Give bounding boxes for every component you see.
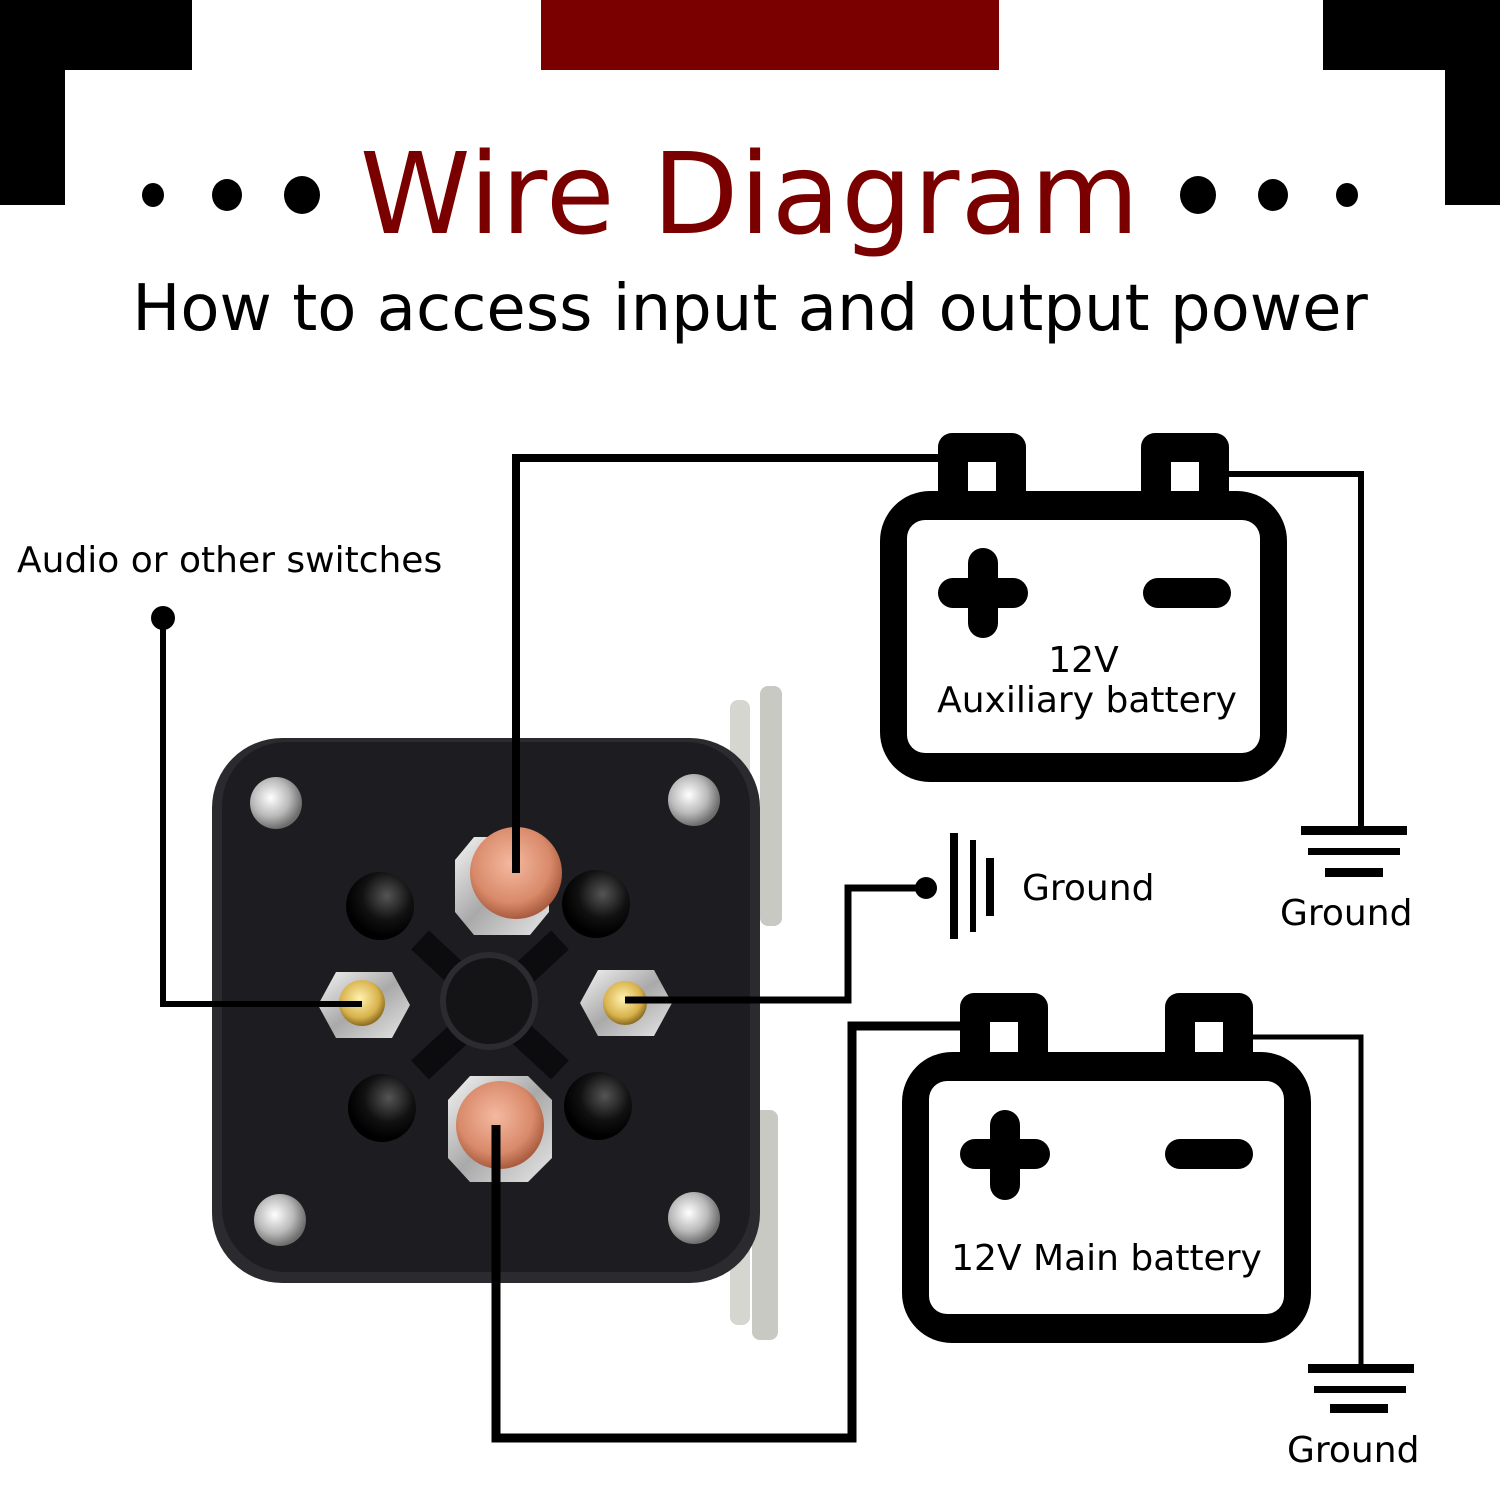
bump	[562, 870, 630, 938]
ground-symbol-aux	[1301, 826, 1407, 877]
dot-icon	[211, 179, 242, 211]
ground-label-aux: Ground	[1280, 893, 1413, 934]
title-row: Wire Diagram	[0, 120, 1500, 270]
wire-main-negative	[1250, 1034, 1364, 1366]
ground-symbol-main	[1308, 1364, 1414, 1413]
dot-icon	[1258, 179, 1289, 211]
main-battery-label: 12V Main battery	[951, 1238, 1262, 1279]
dot-icon	[283, 176, 320, 214]
solenoid-device	[212, 686, 782, 1340]
blade-terminal-top-b	[760, 686, 782, 926]
aux-battery-voltage: 12V	[1048, 640, 1119, 681]
plus-icon	[960, 1110, 1050, 1200]
bump	[564, 1072, 632, 1140]
bump	[346, 872, 414, 940]
rivet-icon	[668, 774, 720, 826]
main-battery-icon	[902, 993, 1311, 1343]
wire-main-positive	[491, 1021, 964, 1443]
wire-aux-positive	[512, 454, 944, 873]
minus-icon	[1143, 578, 1231, 608]
page-title: Wire Diagram	[359, 130, 1141, 260]
switches-label: Audio or other switches	[17, 540, 443, 581]
dot-icon	[1180, 176, 1217, 214]
minus-icon	[1165, 1139, 1253, 1169]
center-boss	[440, 952, 538, 1050]
plus-icon	[938, 548, 1028, 638]
corner-bar-top-right-v	[1445, 0, 1500, 205]
auxiliary-battery-icon	[880, 433, 1287, 782]
wire-switches	[160, 620, 362, 1007]
top-accent-bar	[541, 0, 999, 70]
wire-ground-middle	[625, 884, 925, 1004]
ground-symbol-middle	[915, 833, 994, 939]
page-subtitle: How to access input and output power	[132, 272, 1368, 346]
switches-terminal-dot	[151, 606, 175, 630]
dot-icon	[141, 183, 164, 207]
rivet-icon	[254, 1194, 306, 1246]
rivet-icon	[668, 1192, 720, 1244]
aux-battery-name: Auxiliary battery	[937, 680, 1237, 721]
corner-bar-top-left-v	[0, 0, 65, 205]
ground-label-main: Ground	[1287, 1430, 1420, 1471]
wire-aux-negative	[1228, 471, 1364, 830]
wires	[160, 454, 1364, 1443]
rivet-icon	[250, 777, 302, 829]
bump	[348, 1074, 416, 1142]
ground-label-middle: Ground	[1022, 868, 1155, 909]
dot-icon	[1336, 183, 1359, 207]
